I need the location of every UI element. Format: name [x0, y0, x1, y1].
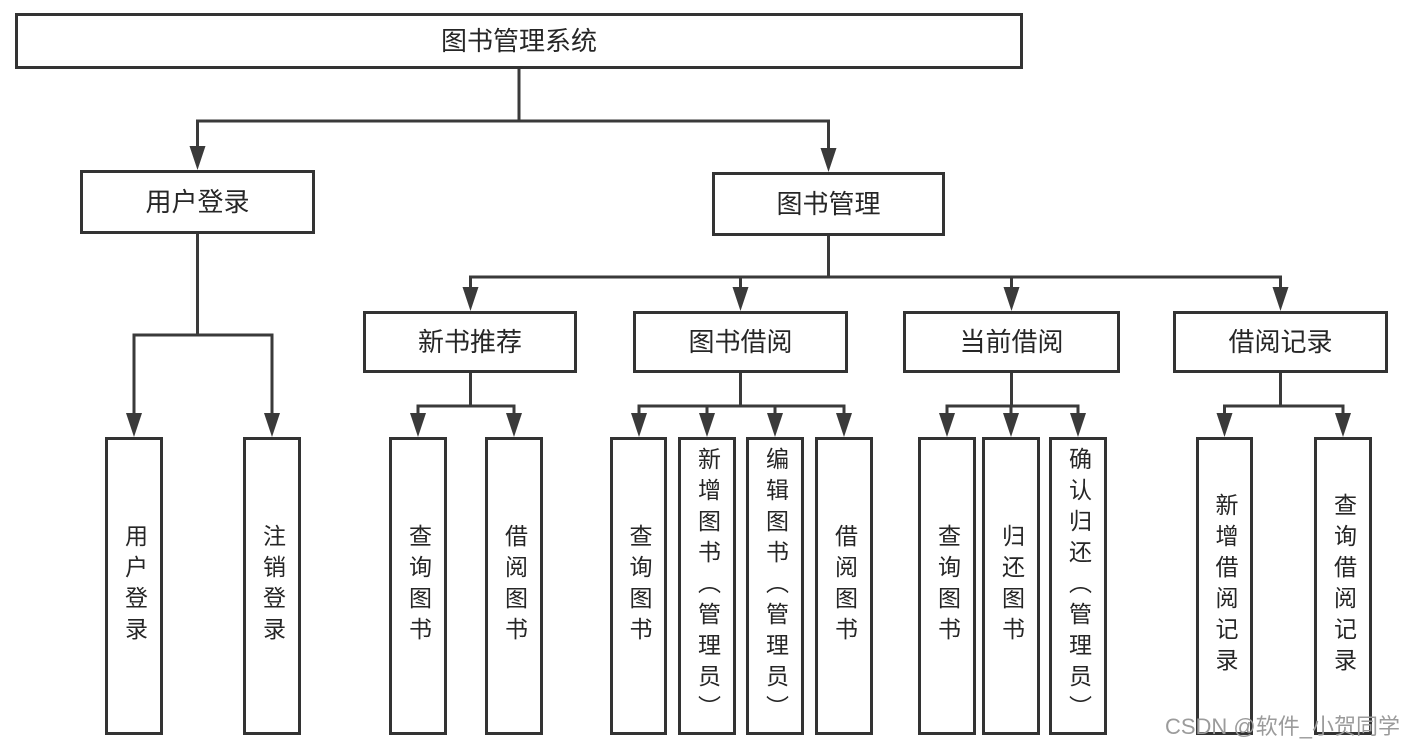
leaf-confirm-return-admin-label: 确认归还（管理员） — [1065, 446, 1092, 726]
leaf-query-book-current-label: 查询图书 — [934, 524, 961, 648]
node-book-management-label: 图书管理 — [776, 189, 881, 219]
connector-borrow-record-to-leaves — [1216, 371, 1351, 437]
node-book-management: 图书管理 — [712, 172, 945, 236]
node-root-label: 图书管理系统 — [440, 26, 597, 56]
leaf-logout-label: 注销登录 — [259, 524, 286, 648]
node-borrow-record-label: 借阅记录 — [1228, 327, 1333, 357]
connector-new-book-recommend-to-leaves — [410, 371, 522, 437]
leaf-query-borrow-record: 查询借阅记录 — [1314, 437, 1372, 735]
leaf-query-book-recommend-label: 查询图书 — [405, 524, 432, 648]
connector-book-management-to-level3 — [462, 233, 1289, 311]
node-new-book-recommend-label: 新书推荐 — [417, 327, 522, 357]
leaf-query-book-recommend: 查询图书 — [389, 437, 447, 735]
leaf-return-book-label: 归还图书 — [998, 524, 1025, 648]
leaf-query-book-current: 查询图书 — [918, 437, 976, 735]
connector-user-login-to-leaves — [126, 231, 280, 437]
leaf-add-borrow-record-label: 新增借阅记录 — [1212, 493, 1238, 679]
connector-root-to-level2 — [189, 67, 837, 172]
node-new-book-recommend: 新书推荐 — [363, 311, 577, 373]
leaf-borrow-book-recommend: 借阅图书 — [485, 437, 543, 735]
leaf-borrow-book-label: 借阅图书 — [831, 524, 858, 648]
leaf-add-borrow-record: 新增借阅记录 — [1196, 437, 1253, 735]
connector-current-borrow-to-leaves — [939, 371, 1086, 437]
connector-book-borrow-to-leaves — [631, 371, 852, 437]
node-current-borrow: 当前借阅 — [903, 311, 1120, 373]
leaf-add-book-admin: 新增图书（管理员） — [678, 437, 736, 735]
leaf-query-borrow-record-label: 查询借阅记录 — [1330, 493, 1357, 679]
leaf-add-book-admin-label: 新增图书（管理员） — [694, 446, 721, 726]
node-root: 图书管理系统 — [15, 13, 1023, 69]
leaf-query-book-borrow-label: 查询图书 — [626, 524, 652, 648]
node-borrow-record: 借阅记录 — [1173, 311, 1388, 373]
leaf-logout: 注销登录 — [243, 437, 301, 735]
node-book-borrow: 图书借阅 — [633, 311, 848, 373]
leaf-borrow-book: 借阅图书 — [815, 437, 873, 735]
csdn-watermark: CSDN @软件_小贺同学 — [1164, 714, 1400, 739]
leaf-edit-book-admin-label: 编辑图书（管理员） — [762, 446, 789, 726]
leaf-query-book-borrow: 查询图书 — [610, 437, 667, 735]
leaf-confirm-return-admin: 确认归还（管理员） — [1049, 437, 1107, 735]
node-user-login-label: 用户登录 — [145, 187, 250, 217]
leaf-borrow-book-recommend-label: 借阅图书 — [501, 524, 528, 648]
node-book-borrow-label: 图书借阅 — [688, 327, 793, 357]
node-user-login: 用户登录 — [80, 170, 315, 234]
leaf-return-book: 归还图书 — [982, 437, 1040, 735]
leaf-user-login: 用户登录 — [105, 437, 163, 735]
leaf-edit-book-admin: 编辑图书（管理员） — [746, 437, 804, 735]
node-current-borrow-label: 当前借阅 — [959, 327, 1064, 357]
leaf-user-login-label: 用户登录 — [121, 524, 148, 648]
